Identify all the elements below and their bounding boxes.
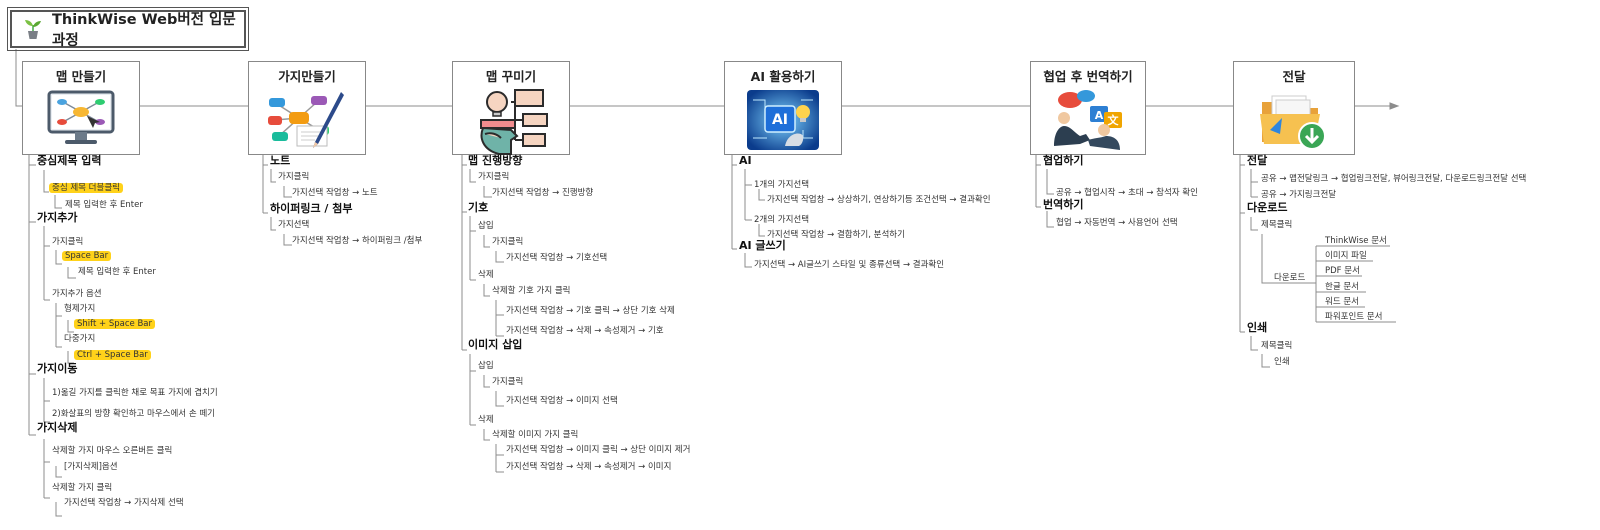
subtopic[interactable]: 2개의 가지선택 [754, 215, 810, 225]
category-title: 맵 꾸미기 [485, 69, 537, 84]
subtopic[interactable]: 인쇄 [1274, 357, 1290, 367]
topic-deliver[interactable]: 전달 [1247, 154, 1268, 167]
subtopic[interactable]: 삭제할 기호 가지 클릭 [492, 286, 571, 296]
topic-print[interactable]: 인쇄 [1247, 321, 1268, 334]
subtopic[interactable]: 가지선택 작업창 → 기호 클릭 → 상단 기호 삭제 [506, 306, 675, 316]
subtopic[interactable]: 공유 → 맵전달링크 → 협업링크전달, 뷰어링크전달, 다운로드링크전달 선택 [1261, 174, 1527, 184]
ai-chip-icon: AI [747, 90, 819, 150]
highlight-double-click-center[interactable]: 중심 제목 더블클릭 [49, 183, 123, 193]
subtopic[interactable]: 가지선택 작업창 → 하이퍼링크 /첨부 [292, 236, 423, 246]
subtopic[interactable]: 가지선택 작업창 → 가지삭제 선택 [64, 498, 184, 508]
svg-text:A: A [1095, 109, 1104, 122]
category-title: 전달 [1282, 69, 1306, 84]
topic-translate[interactable]: 번역하기 [1043, 198, 1084, 211]
category-ai-usage[interactable]: AI 활용하기 AI [724, 61, 842, 155]
subtopic[interactable]: 가지클릭 [492, 237, 524, 247]
subtopic[interactable]: 제목 입력한 후 Enter [65, 200, 143, 210]
topic-add-branch[interactable]: 가지추가 [37, 211, 78, 224]
category-branch-create[interactable]: 가지만들기 [248, 61, 366, 155]
subtopic[interactable]: 삭제할 가지 마우스 오른버튼 클릭 [52, 446, 173, 456]
topic-ai[interactable]: AI [739, 154, 752, 167]
download-format[interactable]: ThinkWise 문서 [1325, 236, 1387, 246]
subtopic[interactable]: 가지선택 작업창 → 결합하기, 분석하기 [767, 230, 905, 240]
svg-text:文: 文 [1108, 113, 1120, 127]
topic-ai-writing[interactable]: AI 글쓰기 [739, 239, 786, 252]
topic-note[interactable]: 노트 [270, 154, 291, 167]
subtopic[interactable]: [가지삭제]옵션 [64, 462, 118, 472]
subtopic[interactable]: 삭제 [478, 415, 494, 425]
subtopic[interactable]: 공유 → 협업시작 → 초대 → 참석자 확인 [1056, 188, 1198, 198]
branch-pencil-icon [268, 92, 344, 148]
subtopic[interactable]: 가지클릭 [492, 377, 524, 387]
topic-collaborate[interactable]: 협업하기 [1043, 154, 1084, 167]
category-collab-translate[interactable]: 협업 후 번역하기 A 文 [1030, 61, 1146, 155]
svg-text:AI: AI [772, 112, 788, 128]
subtopic[interactable]: 가지클릭 [278, 172, 310, 182]
handshake-translate-icon: A 文 [1054, 90, 1122, 150]
category-map-create[interactable]: 맵 만들기 [22, 61, 140, 155]
subtopic[interactable]: 공유 → 가지링크전달 [1261, 190, 1337, 200]
category-title: AI 활용하기 [750, 69, 816, 84]
highlight-ctrl-space[interactable]: Ctrl + Space Bar [74, 350, 151, 360]
category-title: 맵 만들기 [55, 69, 107, 84]
topic-image-insert[interactable]: 이미지 삽입 [468, 338, 523, 351]
subtopic[interactable]: 1)옮길 가지를 클릭한 채로 목표 가지에 겹치기 [52, 388, 218, 398]
category-map-decorate[interactable]: 맵 꾸미기 [452, 61, 570, 155]
central-topic-title: ThinkWise Web버전 입문과정 [52, 12, 236, 49]
subtopic[interactable]: 가지선택 작업창 → 이미지 클릭 → 상단 이미지 제거 [506, 445, 691, 455]
download-format[interactable]: 한글 문서 [1325, 282, 1359, 292]
monitor-mindmap-icon [47, 90, 115, 144]
subtopic[interactable]: 가지선택 작업창 → 상상하기, 연상하기등 조건선택 → 결과확인 [767, 195, 991, 205]
subtopic[interactable]: 제목클릭 [1261, 220, 1293, 230]
subtopic[interactable]: 제목 입력한 후 Enter [78, 267, 156, 277]
topic-download[interactable]: 다운로드 [1247, 201, 1288, 214]
subtopic[interactable]: 가지선택 작업창 → 기호선택 [506, 253, 608, 263]
subtopic[interactable]: 다중가지 [64, 334, 96, 344]
download-format[interactable]: 파워포인트 문서 [1325, 312, 1383, 322]
download-format[interactable]: 이미지 파일 [1325, 251, 1367, 261]
download-format[interactable]: 워드 문서 [1325, 297, 1359, 307]
folder-download-icon [1260, 95, 1326, 150]
topic-hyperlink-attach[interactable]: 하이퍼링크 / 첨부 [270, 202, 353, 215]
subtopic[interactable]: 가지선택 작업창 → 진행방향 [492, 188, 594, 198]
category-deliver[interactable]: 전달 [1233, 61, 1355, 155]
subtopic[interactable]: 삽입 [478, 221, 494, 231]
subtopic[interactable]: 삭제할 이미지 가지 클릭 [492, 430, 579, 440]
subtopic[interactable]: 삽입 [478, 361, 494, 371]
sprout-icon [22, 18, 44, 40]
subtopic[interactable]: 가지추가 옵션 [52, 289, 102, 299]
subtopic[interactable]: 2)화살표의 방향 확인하고 마우스에서 손 떼기 [52, 409, 215, 419]
subtopic[interactable]: 가지선택 [278, 220, 310, 230]
download-format[interactable]: PDF 문서 [1325, 266, 1360, 276]
topic-map-direction[interactable]: 맵 진행방향 [468, 154, 523, 167]
subtopic[interactable]: 협업 → 자동번역 → 사용언어 선택 [1056, 218, 1178, 228]
subtopic[interactable]: 삭제 [478, 270, 494, 280]
subtopic[interactable]: 가지선택 작업창 → 노트 [292, 188, 378, 198]
subtopic[interactable]: 제목클릭 [1261, 341, 1293, 351]
subtopic[interactable]: 다운로드 [1274, 273, 1306, 283]
subtopic[interactable]: 가지선택 작업창 → 이미지 선택 [506, 396, 618, 406]
subtopic[interactable]: 삭제할 가지 클릭 [52, 483, 113, 493]
central-topic[interactable]: ThinkWise Web버전 입문과정 [7, 7, 249, 51]
subtopic[interactable]: 가지클릭 [478, 172, 510, 182]
subtopic[interactable]: 가지선택 → AI글쓰기 스타일 및 종류선택 → 결과확인 [754, 260, 945, 270]
subtopic[interactable]: 가지선택 작업창 → 삭제 → 속성제거 → 이미지 [506, 462, 672, 472]
subtopic[interactable]: 형제가지 [64, 304, 96, 314]
head-lightbulb-icon [480, 89, 548, 155]
subtopic[interactable]: 1개의 가지선택 [754, 180, 810, 190]
topic-center-title-input[interactable]: 중심제목 입력 [37, 154, 102, 167]
highlight-space-bar[interactable]: Space Bar [62, 251, 112, 261]
topic-move-branch[interactable]: 가지이동 [37, 362, 78, 375]
category-title: 가지만들기 [278, 69, 336, 84]
subtopic[interactable]: 가지선택 작업창 → 삭제 → 속성제거 → 기호 [506, 326, 664, 336]
subtopic[interactable]: 가지클릭 [52, 237, 84, 247]
topic-symbol[interactable]: 기호 [468, 201, 489, 214]
category-title: 협업 후 번역하기 [1043, 69, 1133, 84]
highlight-shift-space[interactable]: Shift + Space Bar [74, 319, 155, 329]
topic-delete-branch[interactable]: 가지삭제 [37, 421, 78, 434]
